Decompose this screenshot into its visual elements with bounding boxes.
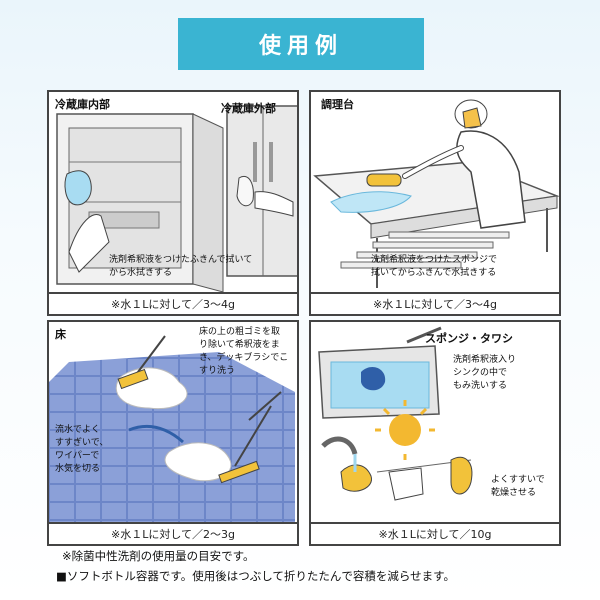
panel-refrigerator: 冷蔵庫内部 冷蔵庫外部 洗剤希釈液をつけたふきんで拭いて から水拭きする ※水１…: [47, 90, 299, 316]
label-sponge: スポンジ・タワシ: [425, 332, 513, 345]
footnote-usage: ※除菌中性洗剤の使用量の目安です。: [62, 549, 255, 563]
refrigerator-illustration: [56, 105, 297, 293]
note-floor-brush: 床の上の粗ゴミを取 り除いて希釈液をま き、デッキブラシでこ すり洗う: [199, 327, 289, 376]
footnote-bottle: ■ソフトボトル容器です。使用後はつぶして折りたたんで容積を減らせます。: [56, 569, 455, 583]
note-sponge-wash: 洗剤希釈液入り シンクの中で もみ洗いする: [453, 355, 517, 391]
footer-fridge: ※水１Lに対して／3～4g: [49, 292, 297, 314]
panel-counter: 調理台 洗剤希釈液をつけたスポンジで 拭いてからふきんで水拭きする ※水１Lに対…: [309, 90, 561, 316]
label-fridge-outside: 冷蔵庫外部: [221, 102, 276, 115]
page-title: 使用例: [178, 18, 424, 70]
label-floor: 床: [55, 328, 66, 341]
note-fridge: 洗剤希釈液をつけたふきんで拭いて から水拭きする: [109, 255, 253, 278]
label-counter: 調理台: [321, 98, 354, 111]
label-fridge-inside: 冷蔵庫内部: [55, 98, 110, 111]
footer-sponge: ※水１Lに対して／10g: [311, 522, 559, 544]
panel-sponge: スポンジ・タワシ 洗剤希釈液入り シンクの中で もみ洗いする よくすすいで 乾燥…: [309, 320, 561, 546]
sponge-illustration: [318, 326, 473, 501]
note-sponge-dry: よくすすいで 乾燥させる: [491, 475, 545, 498]
floor-illustration: [49, 335, 295, 522]
note-floor-rinse: 流水でよく すすぎいで、 ワイパーで 水気を切る: [55, 425, 109, 474]
footer-counter: ※水１Lに対して／3～4g: [311, 292, 559, 314]
counter-illustration: [313, 99, 559, 288]
note-counter: 洗剤希釈液をつけたスポンジで 拭いてからふきんで水拭きする: [371, 255, 498, 278]
footer-floor: ※水１Lに対して／2～3g: [49, 522, 297, 544]
panel-floor: 床 床の上の粗ゴミを取 り除いて希釈液をま き、デッキブラシでこ すり洗う 流水…: [47, 320, 299, 546]
